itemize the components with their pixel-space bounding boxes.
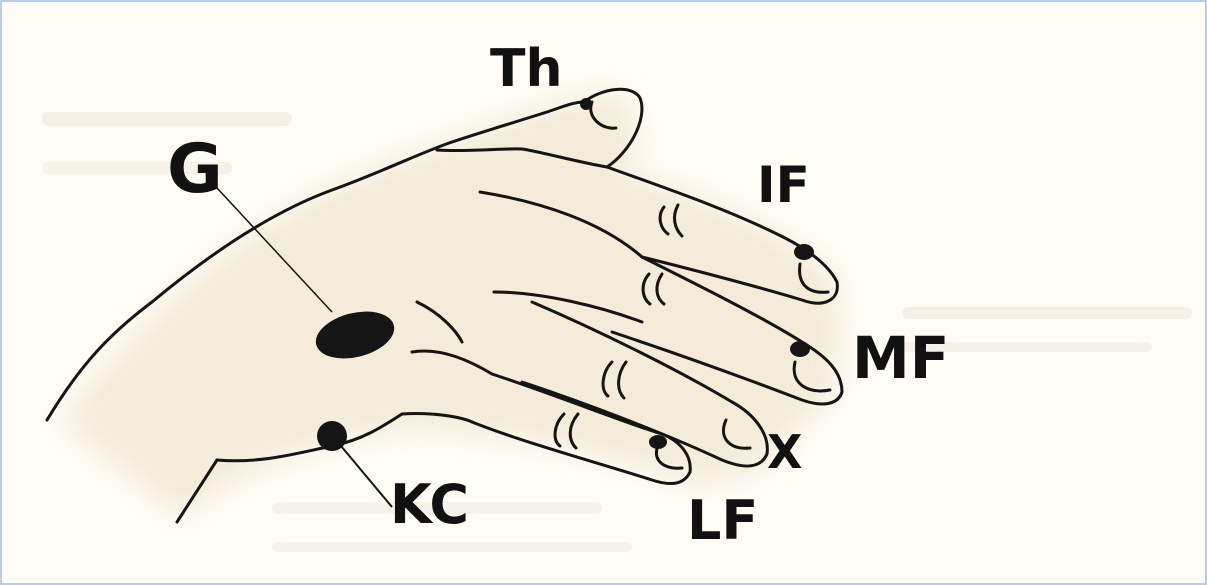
- label-middle-finger: MF: [852, 324, 949, 392]
- label-little-finger: LF: [687, 489, 758, 552]
- label-index-finger: IF: [757, 156, 810, 214]
- label-ring-point: X: [767, 425, 802, 479]
- index-finger-point: [794, 244, 814, 260]
- label-thumb: Th: [490, 39, 563, 99]
- knuckle-crease-pointer-line: [336, 440, 392, 507]
- label-gland: G: [167, 130, 223, 209]
- label-knuckle-crease: KC: [390, 473, 469, 536]
- knuckle-crease-point: [317, 421, 347, 451]
- middle-finger-point: [790, 341, 810, 357]
- thumb-point: [580, 98, 592, 110]
- little-finger-point: [649, 435, 667, 449]
